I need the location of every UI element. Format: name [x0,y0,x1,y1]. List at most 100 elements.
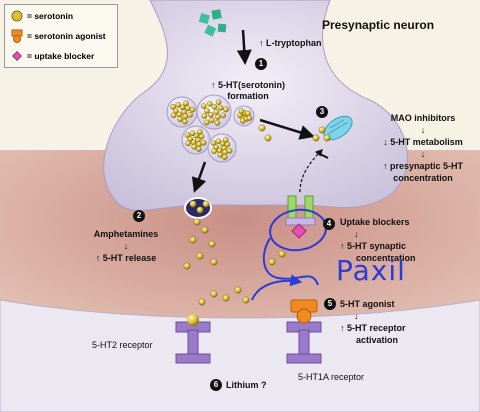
uptake-line2: 5-HT synaptic [347,241,407,251]
serotonin-molecule [196,252,204,260]
mao-line2: 5-HT metabolism [390,137,463,147]
serotonin-in-vesicle [226,147,233,154]
serotonin-in-vesicle [223,106,229,113]
amph-line2: 5-HT release [102,253,157,263]
serotonin-in-vesicle [211,103,218,110]
serotonin-in-vesicle [196,146,202,152]
serotonin-molecule [323,134,331,142]
legend-agonist: = serotonin agonist [11,29,106,43]
serotonin-in-vesicle [204,107,210,114]
serotonin-in-vesicle [220,112,226,119]
serotonin-in-vesicle [170,103,176,110]
formation-line1: 5-HT(serotonin) [218,80,285,90]
mao-label: MAO inhibitors ↓ ↓ 5-HT metabolism ↓ ↑ p… [382,113,464,183]
serotonin-in-vesicle [177,116,183,123]
legend-serotonin: = serotonin [11,9,73,23]
mao-line4: concentration [393,173,453,183]
uptake-line1: Uptake blockers [340,217,410,227]
formation-line2: formation [227,91,269,101]
serotonin-in-vesicle [217,152,223,158]
5ht1a-receptor [286,299,322,364]
serotonin-molecule [202,200,210,208]
serotonin-molecule [222,294,230,302]
serotonin-in-vesicle [200,139,207,146]
tryptophan-label: ↑ L-tryptophan [259,38,322,48]
presynaptic-title: Presynaptic neuron [322,18,435,32]
serotonin-in-vesicle [222,154,228,160]
serotonin-molecule [183,262,191,270]
serotonin-in-vesicle [215,138,222,145]
serotonin-in-vesicle [246,115,253,121]
ht1a-label: 5-HT1A receptor [298,372,365,382]
serotonin-in-vesicle [208,111,214,118]
step-2: 2 [133,210,145,222]
5ht2-receptor [175,314,211,364]
postsynaptic-neuron [0,299,480,412]
serotonin-in-vesicle [203,119,210,126]
mao-line1: MAO inhibitors [390,113,456,123]
serotonin-in-vesicle [198,133,205,140]
vesicle-group [166,94,255,163]
serotonin-molecules [183,124,331,306]
serotonin-molecule [264,134,272,142]
uptake-blocker-icon [291,223,307,239]
serotonin-in-vesicle [170,112,177,119]
blocker-legend-icon [12,51,22,61]
serotonin-in-vesicle [183,100,189,107]
agonist-label: 5-HT agonist ↓ ↑ 5-HT receptor activatio… [340,299,406,345]
serotonin-in-vesicle [191,144,197,150]
serotonin-in-vesicle [185,140,191,147]
serotonin-in-vesicle [189,130,196,137]
serotonin-molecule [193,218,201,226]
serotonin-molecule [198,298,206,306]
mao-line3: presynaptic 5-HT [389,161,464,171]
serotonin-molecule [196,206,204,214]
serotonin-in-vesicle [211,148,217,155]
tryptophan-text: L-tryptophan [266,38,322,48]
agonist-line2: 5-HT receptor [347,323,406,333]
serotonin-molecule [318,126,326,134]
serotonin-in-vesicle [210,140,217,146]
serotonin-molecule [278,250,286,258]
serotonin-molecule [210,258,218,266]
arrow-synthesis [236,29,252,65]
serotonin-in-vesicle [175,102,182,108]
tryptophan-icon [198,9,227,37]
serotonin-in-vesicle [189,106,196,113]
serotonin-molecule [258,124,266,132]
lithium-label: Lithium ? [226,380,267,390]
legend-blocker: = uptake blocker [11,49,94,63]
serotonin-molecule [210,290,218,298]
formation-label: ↑ 5-HT(serotonin) formation [210,80,285,101]
serotonin-in-vesicle [182,113,189,120]
uptake-label: Uptake blockers ↓ ↑ 5-HT synaptic concen… [340,217,416,263]
serotonin-in-vesicle [215,99,222,105]
serotonin-in-vesicle [208,117,215,124]
serotonin-in-vesicle [214,120,221,126]
serotonin-molecule [208,240,216,248]
serotonin-molecule [268,258,276,266]
arrow-to-mao [259,118,315,140]
serotonin-in-vesicle [215,114,221,120]
ht2-label: 5-HT2 receptor [92,340,153,350]
serotonin-in-vesicle [185,105,191,112]
serotonin-in-vesicle [206,101,213,107]
handwritten-paxil: Paxil [336,254,406,287]
step-6: 6 [210,379,222,391]
serotonin-in-vesicle [213,109,220,115]
arrow-to-release [191,161,207,193]
serotonin-in-vesicle [217,104,224,111]
serotonin-in-vesicle [239,118,246,124]
serotonin-molecule [242,296,250,304]
serotonin-molecule [201,226,209,234]
presynaptic-neuron [103,0,408,211]
legend-blocker-label: = uptake blocker [27,51,95,61]
legend: = serotonin = serotonin agonist = uptake… [4,4,118,68]
serotonin-in-vesicle [187,112,193,118]
serotonin-in-vesicle [182,118,188,125]
step-5: 5 [324,298,336,310]
inhibition-bar [315,151,329,159]
serotonin-in-vesicle [197,129,203,135]
